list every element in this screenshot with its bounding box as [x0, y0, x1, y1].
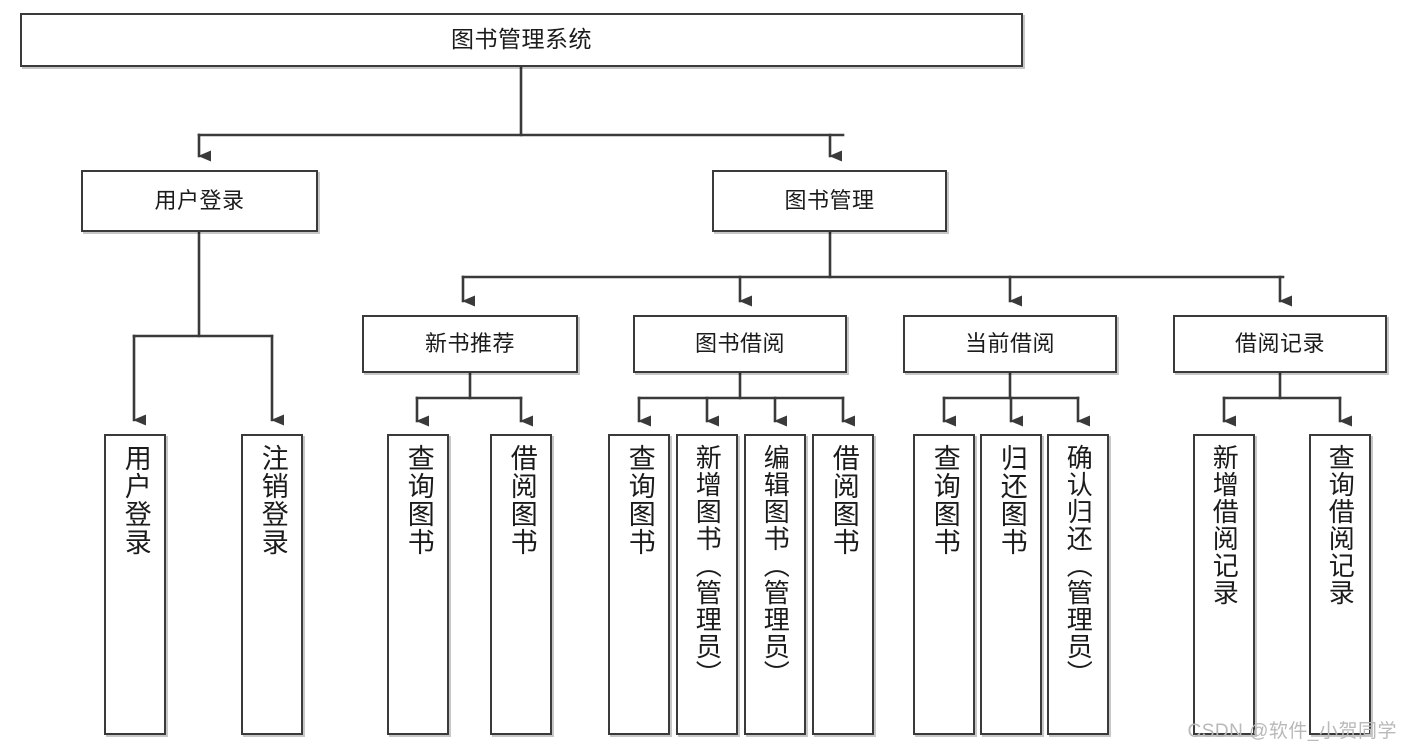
node-current-borrow[interactable]: 当前借阅: [903, 315, 1117, 373]
leaf-user-login[interactable]: 用户登录: [104, 434, 166, 735]
leaf-query-book-1[interactable]: 查询图书: [387, 434, 449, 735]
node-book-borrow-label: 图书借阅: [694, 331, 785, 357]
leaf-query-book-2-label: 查询图书: [624, 444, 655, 556]
leaf-query-book-2[interactable]: 查询图书: [608, 434, 670, 735]
node-new-book-recommend-label: 新书推荐: [424, 331, 515, 357]
node-new-book-recommend[interactable]: 新书推荐: [362, 315, 578, 373]
leaf-query-book-1-label: 查询图书: [403, 444, 434, 556]
leaf-borrow-book-1-label: 借阅图书: [506, 444, 537, 556]
node-user-login-label: 用户登录: [154, 188, 245, 214]
leaf-user-login-label: 用户登录: [120, 444, 151, 556]
leaf-confirm-return-label: 确认归还（管理员）: [1063, 444, 1094, 687]
node-user-login[interactable]: 用户登录: [81, 170, 318, 232]
leaf-borrow-book-2[interactable]: 借阅图书: [812, 434, 874, 735]
node-book-borrow[interactable]: 图书借阅: [633, 315, 847, 373]
leaf-logout-login-label: 注销登录: [257, 444, 288, 556]
watermark-text: CSDN @软件_小贺同学: [1187, 721, 1397, 742]
node-root[interactable]: 图书管理系统: [20, 13, 1023, 67]
leaf-edit-book-label: 编辑图书（管理员）: [760, 444, 791, 687]
leaf-return-book[interactable]: 归还图书: [980, 434, 1042, 735]
node-root-label: 图书管理系统: [451, 26, 592, 53]
leaf-query-record-label: 查询借阅记录: [1325, 444, 1356, 606]
leaf-add-book-label: 新增图书（管理员）: [692, 444, 723, 687]
node-current-borrow-label: 当前借阅: [964, 331, 1055, 357]
leaf-edit-book[interactable]: 编辑图书（管理员）: [744, 434, 806, 735]
leaf-query-book-3[interactable]: 查询图书: [913, 434, 975, 735]
leaf-confirm-return[interactable]: 确认归还（管理员）: [1047, 434, 1109, 735]
leaf-return-book-label: 归还图书: [996, 444, 1027, 556]
node-book-manage[interactable]: 图书管理: [712, 170, 947, 232]
leaf-query-record[interactable]: 查询借阅记录: [1309, 434, 1371, 735]
leaf-borrow-book-1[interactable]: 借阅图书: [490, 434, 552, 735]
leaf-add-record-label: 新增借阅记录: [1209, 444, 1240, 606]
leaf-query-book-3-label: 查询图书: [929, 444, 960, 556]
node-book-manage-label: 图书管理: [784, 188, 875, 214]
leaf-logout-login[interactable]: 注销登录: [241, 434, 303, 735]
leaf-add-record[interactable]: 新增借阅记录: [1193, 434, 1255, 735]
leaf-borrow-book-2-label: 借阅图书: [828, 444, 859, 556]
node-borrow-record-label: 借阅记录: [1234, 331, 1325, 357]
node-borrow-record[interactable]: 借阅记录: [1173, 315, 1387, 373]
leaf-add-book[interactable]: 新增图书（管理员）: [676, 434, 738, 735]
